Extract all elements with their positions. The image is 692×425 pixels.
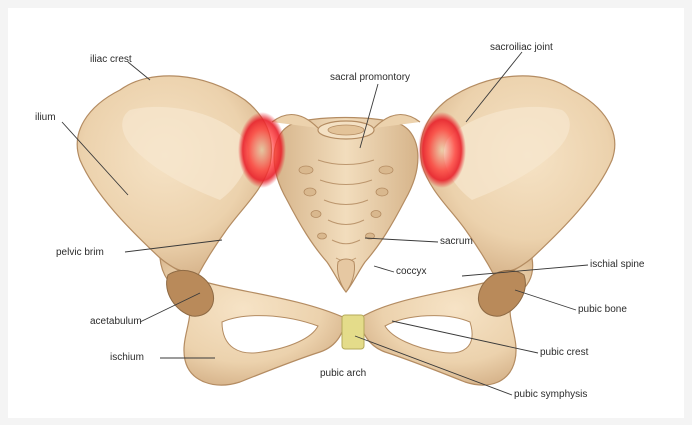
- label-pubic-symphysis: pubic symphysis: [514, 389, 587, 401]
- label-ischium: ischium: [110, 352, 144, 364]
- label-sacrum: sacrum: [440, 236, 473, 248]
- label-ischial-spine: ischial spine: [590, 259, 644, 271]
- label-pubic-crest: pubic crest: [540, 347, 588, 359]
- label-pubic-arch: pubic arch: [320, 368, 366, 380]
- label-ilium: ilium: [35, 112, 56, 124]
- right-sacroiliac-inflammation: [418, 112, 466, 188]
- label-sacral-promontory: sacral promontory: [330, 72, 410, 84]
- right-acetabulum-shape: [478, 270, 525, 316]
- label-pubic-bone: pubic bone: [578, 304, 627, 316]
- pubic-symphysis-shape: [342, 315, 364, 349]
- leader-pubic-bone: [515, 290, 576, 310]
- left-acetabulum-shape: [167, 270, 214, 316]
- label-sacroiliac-joint: sacroiliac joint: [490, 42, 553, 54]
- label-acetabulum: acetabulum: [90, 316, 142, 328]
- leader-coccyx: [374, 266, 394, 272]
- label-coccyx: coccyx: [396, 266, 427, 278]
- label-pelvic-brim: pelvic brim: [56, 247, 104, 259]
- label-iliac-crest: iliac crest: [90, 54, 132, 66]
- left-sacroiliac-inflammation: [238, 112, 286, 188]
- coccyx-shape: [337, 259, 354, 292]
